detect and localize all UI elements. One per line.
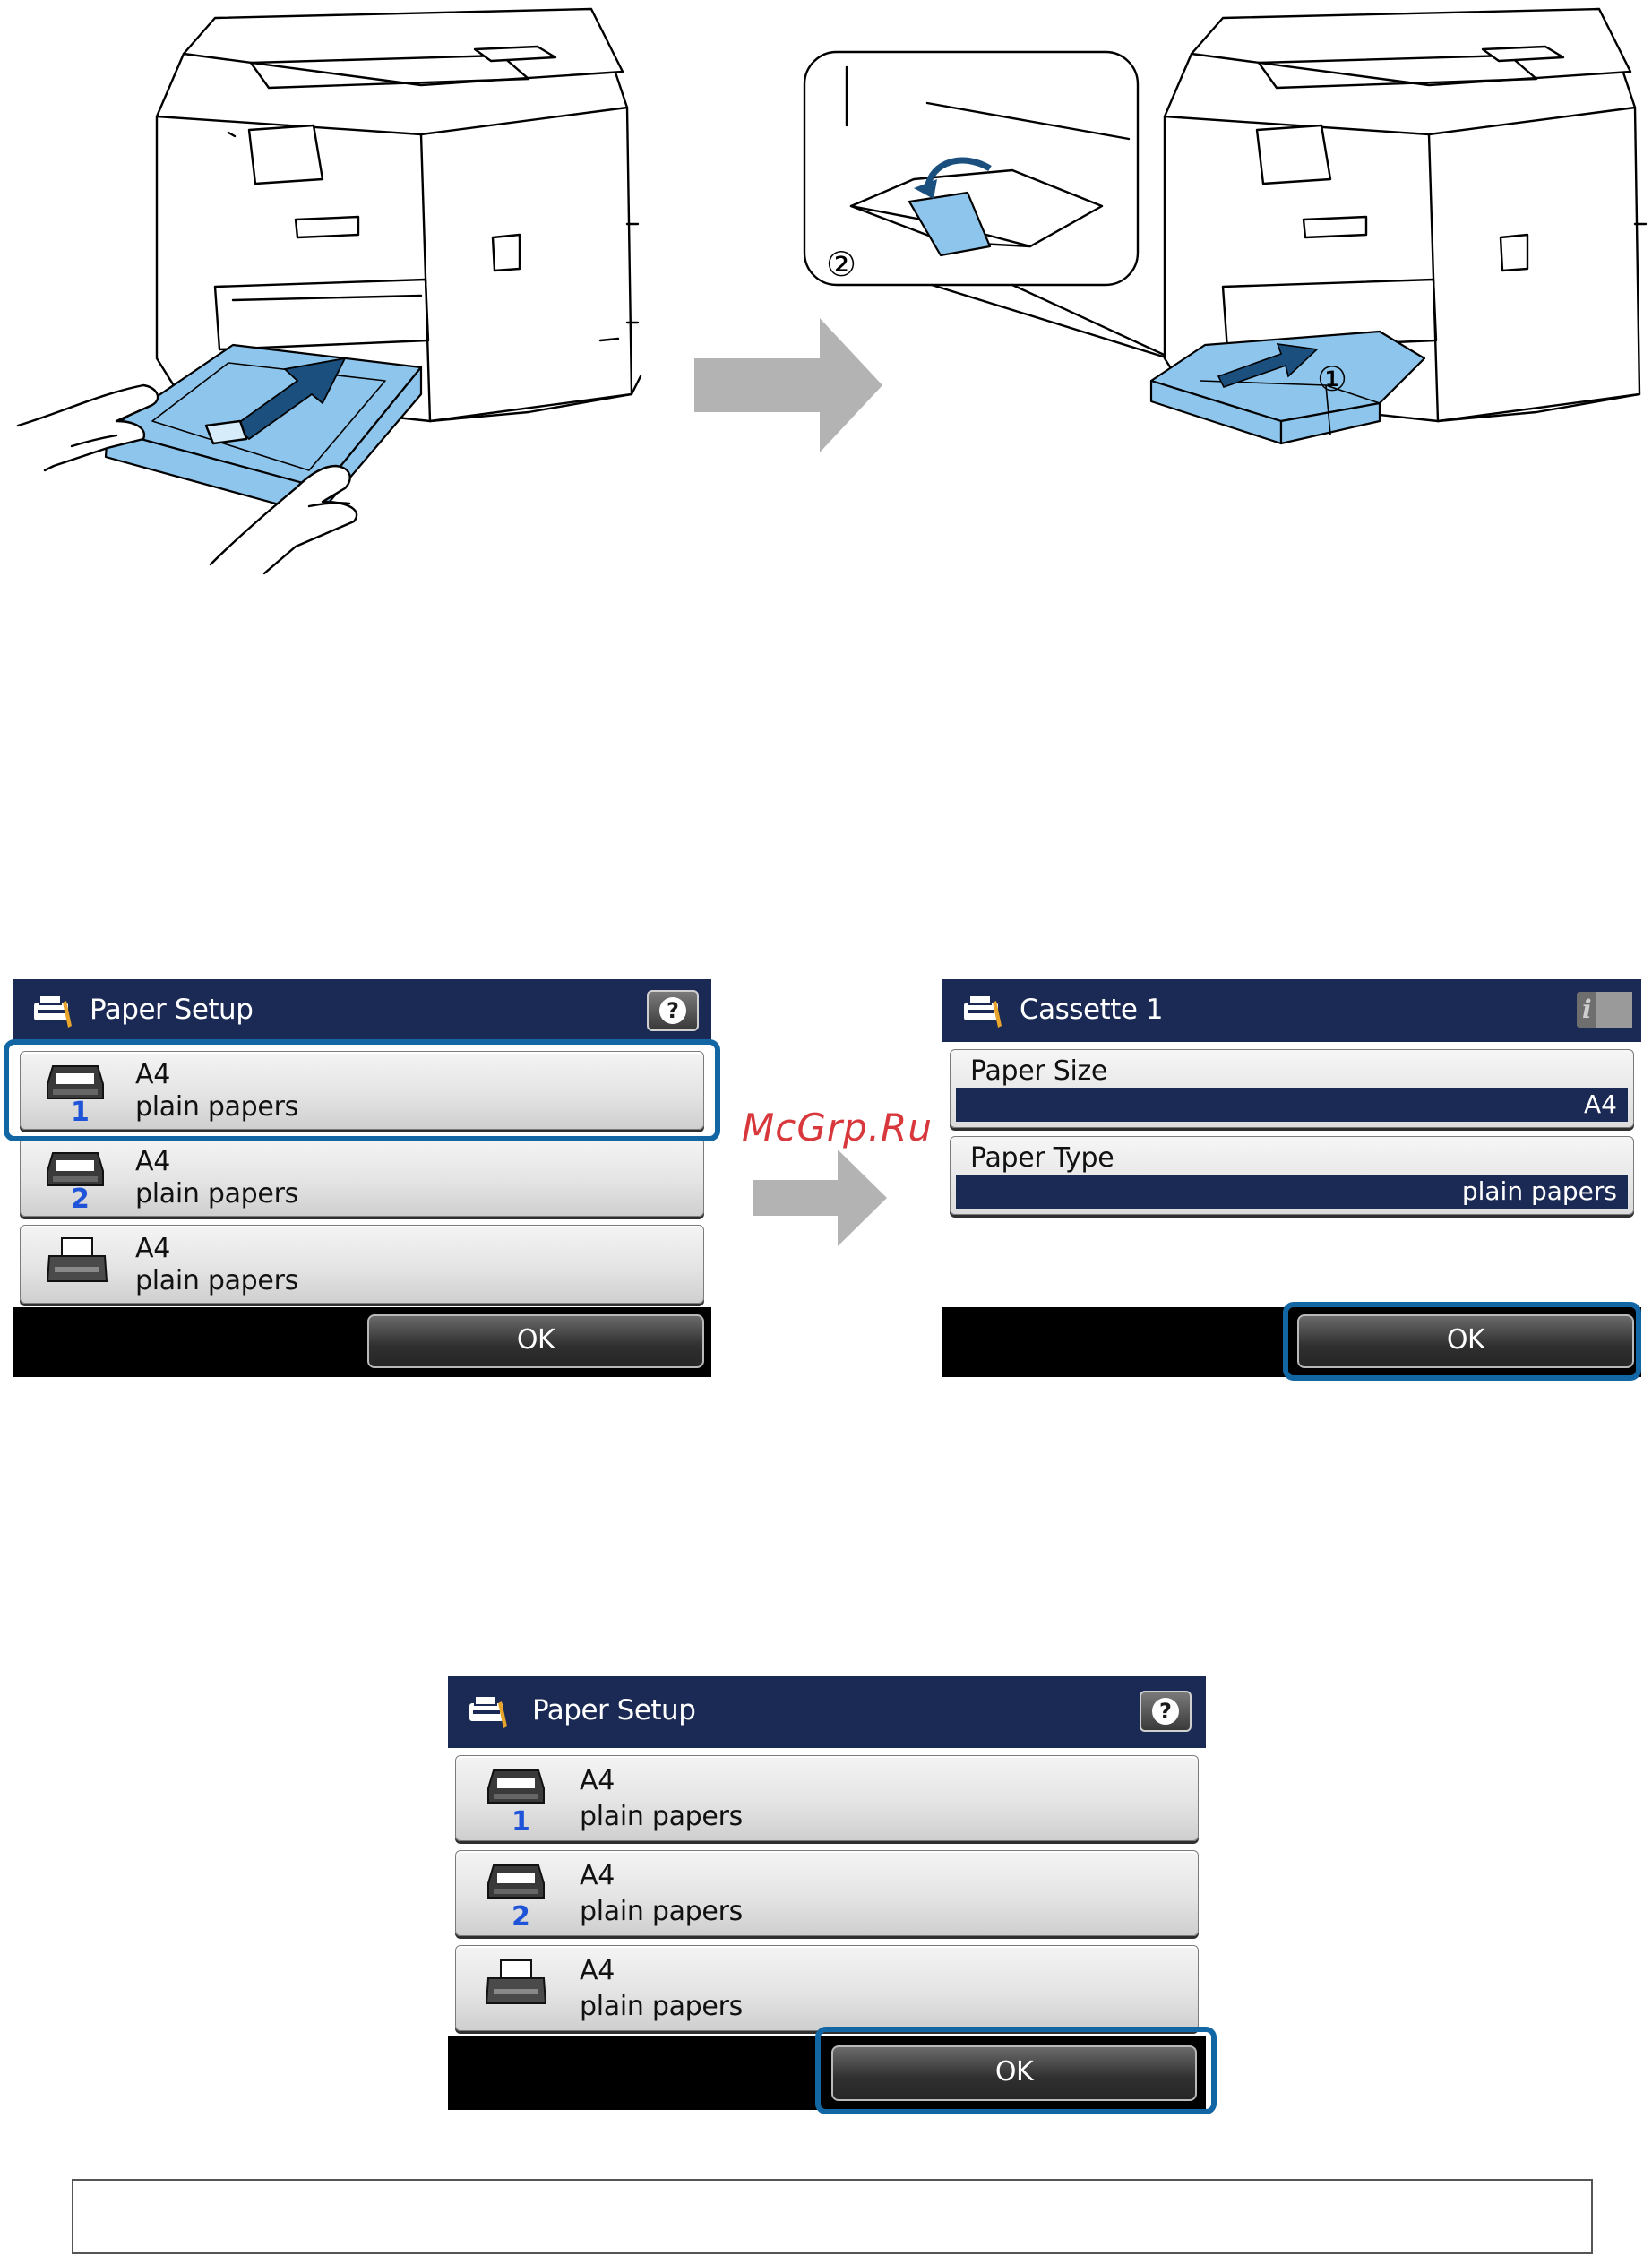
selected-row-highlight xyxy=(4,1039,720,1141)
paper-size-text: A4 xyxy=(580,1955,615,1986)
panel-title: Paper Setup xyxy=(90,994,253,1026)
paper-size-text: A4 xyxy=(135,1146,170,1177)
panel-header: Paper Setup ? xyxy=(448,1676,1206,1748)
cassette-number: 2 xyxy=(71,1184,90,1215)
next-step-arrow xyxy=(753,1150,887,1246)
paper-type-text: plain papers xyxy=(135,1178,298,1210)
ok-button[interactable]: OK xyxy=(367,1314,704,1368)
cassette-number: 2 xyxy=(512,1901,530,1933)
help-button[interactable]: ? xyxy=(1140,1691,1192,1732)
info-button[interactable]: i xyxy=(1577,992,1632,1028)
paper-size-setting[interactable]: Paper Size A4 xyxy=(950,1049,1634,1128)
ok-button-highlight xyxy=(1283,1302,1641,1381)
cassette-2-row[interactable]: 2 A4 plain papers xyxy=(20,1138,704,1217)
printer-settings-icon xyxy=(962,992,1007,1031)
panel-title: Cassette 1 xyxy=(1020,994,1163,1026)
paper-type-setting[interactable]: Paper Type plain papers xyxy=(950,1136,1634,1215)
setting-label: Paper Type xyxy=(970,1142,1114,1174)
cassette-number: 1 xyxy=(512,1806,530,1838)
info-icon: i xyxy=(1582,995,1592,1024)
setting-value: A4 xyxy=(956,1088,1628,1122)
callout-step-1-label: ① xyxy=(1317,359,1347,399)
paper-type-text: plain papers xyxy=(580,1896,743,1927)
help-icon: ? xyxy=(1152,1698,1179,1725)
help-button[interactable]: ? xyxy=(647,990,699,1031)
printer-insert-cassette-illustration xyxy=(0,0,681,582)
paper-size-text: A4 xyxy=(580,1860,615,1891)
rear-paper-feed-icon xyxy=(44,1236,110,1290)
paper-type-text: plain papers xyxy=(580,1801,743,1832)
note-box xyxy=(72,2179,1593,2254)
panel-header: Paper Setup ? xyxy=(13,979,711,1042)
setting-label: Paper Size xyxy=(970,1055,1107,1087)
panel-header: Cassette 1 i xyxy=(942,979,1641,1042)
cassette-2-row[interactable]: 2 A4 plain papers xyxy=(455,1850,1199,1936)
rear-feed-row[interactable]: A4 plain papers xyxy=(455,1945,1199,2031)
rear-paper-feed-icon xyxy=(483,1959,549,2012)
info-button-shade xyxy=(1596,992,1632,1028)
ok-button-highlight xyxy=(815,2027,1217,2114)
paper-type-text: plain papers xyxy=(135,1265,298,1296)
rear-feed-row[interactable]: A4 plain papers xyxy=(20,1225,704,1304)
panel-title: Paper Setup xyxy=(532,1694,695,1726)
paper-cassette-icon xyxy=(485,1767,547,1806)
paper-size-text: A4 xyxy=(580,1765,615,1796)
help-icon: ? xyxy=(659,997,686,1024)
panel-footer: OK xyxy=(13,1307,711,1377)
printer-settings-icon xyxy=(468,1692,512,1732)
setting-value: plain papers xyxy=(956,1175,1628,1209)
paper-type-text: plain papers xyxy=(580,1991,743,2022)
cassette-1-row[interactable]: 1 A4 plain papers xyxy=(455,1755,1199,1841)
panel-body: 1 A4 plain papers 2 A4 plain papers A4 p… xyxy=(448,1748,1206,2036)
panel-body: Paper Size A4 Paper Type plain papers xyxy=(942,1042,1641,1307)
watermark-text: McGrp.Ru xyxy=(742,1106,933,1150)
paper-size-text: A4 xyxy=(135,1233,170,1264)
paper-cassette-icon xyxy=(485,1862,547,1901)
printer-output-tray-illustration: ② ① xyxy=(797,0,1652,582)
printer-settings-icon xyxy=(32,992,77,1031)
callout-step-2-label: ② xyxy=(826,245,856,284)
